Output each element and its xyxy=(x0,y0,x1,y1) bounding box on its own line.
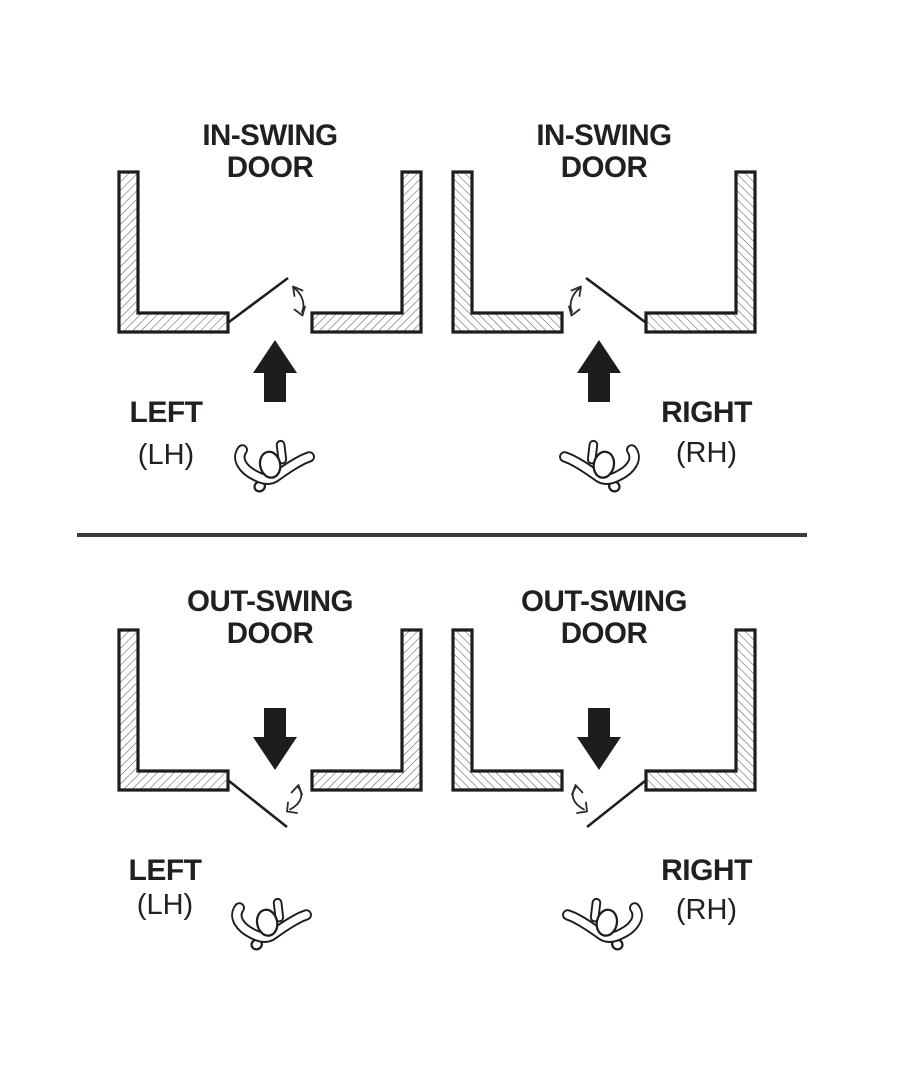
arrow-up-icon xyxy=(577,340,621,402)
title-line-1: IN-SWING xyxy=(202,119,338,152)
door-swing-arc-icon xyxy=(571,784,588,814)
title-line-2: DOOR xyxy=(560,617,648,650)
diagram-graphic xyxy=(451,628,757,951)
hand-label: RIGHT xyxy=(661,396,752,429)
quadrant-title: OUT-SWING DOOR xyxy=(434,586,774,650)
hand-code: (LH) xyxy=(136,889,194,921)
title-line-1: IN-SWING xyxy=(536,119,672,152)
hand-label: LEFT xyxy=(129,396,204,429)
quadrant-title: OUT-SWING DOOR xyxy=(100,586,440,650)
diagram-graphic xyxy=(117,170,423,493)
hand-label: LEFT xyxy=(128,854,203,887)
arrow-down-icon xyxy=(577,708,621,770)
left-wall xyxy=(451,170,564,334)
section-divider xyxy=(77,533,807,537)
left-wall xyxy=(117,170,230,334)
quadrant-out-swing-left: OUT-SWING DOOR LEFT (LH) xyxy=(100,558,440,968)
title-line-2: DOOR xyxy=(560,151,648,184)
floorplan-mirrored xyxy=(451,628,757,951)
quadrant-title: IN-SWING DOOR xyxy=(100,120,440,184)
person-top-view-icon xyxy=(559,439,640,493)
person-top-view-icon xyxy=(231,897,312,951)
door-leaf xyxy=(586,779,646,829)
quadrant-in-swing-right: IN-SWING DOOR RIGHT (RH) xyxy=(434,100,774,510)
hand-code: (RH) xyxy=(675,437,738,469)
title-line-2: DOOR xyxy=(226,151,314,184)
door-swing-arc-icon xyxy=(568,285,582,317)
door-leaf xyxy=(228,276,289,324)
right-wall xyxy=(644,170,757,334)
floorplan xyxy=(117,170,423,493)
diagram-graphic xyxy=(117,628,423,951)
quadrant-in-swing-left: IN-SWING DOOR LEFT (LH) xyxy=(100,100,440,510)
arrow-down-icon xyxy=(253,708,297,770)
right-wall xyxy=(310,628,423,792)
hand-code: (RH) xyxy=(675,894,738,926)
right-wall xyxy=(644,628,757,792)
door-leaf xyxy=(585,276,646,324)
title-line-2: DOOR xyxy=(226,617,314,650)
left-wall xyxy=(117,628,230,792)
diagram-graphic xyxy=(451,170,757,493)
hand-label: RIGHT xyxy=(661,854,752,887)
hand-code: (LH) xyxy=(137,439,195,471)
door-leaf xyxy=(228,779,288,829)
floorplan-mirrored xyxy=(451,170,757,493)
door-swing-arc-icon xyxy=(292,285,306,317)
title-line-1: OUT-SWING xyxy=(521,585,687,618)
left-wall xyxy=(451,628,564,792)
door-swing-arc-icon xyxy=(286,784,303,814)
person-top-view-icon xyxy=(562,897,643,951)
right-wall xyxy=(310,170,423,334)
floorplan xyxy=(117,628,423,951)
person-top-view-icon xyxy=(234,439,315,493)
quadrant-title: IN-SWING DOOR xyxy=(434,120,774,184)
title-line-1: OUT-SWING xyxy=(187,585,353,618)
arrow-up-icon xyxy=(253,340,297,402)
quadrant-out-swing-right: OUT-SWING DOOR RIGHT (RH) xyxy=(434,558,774,968)
